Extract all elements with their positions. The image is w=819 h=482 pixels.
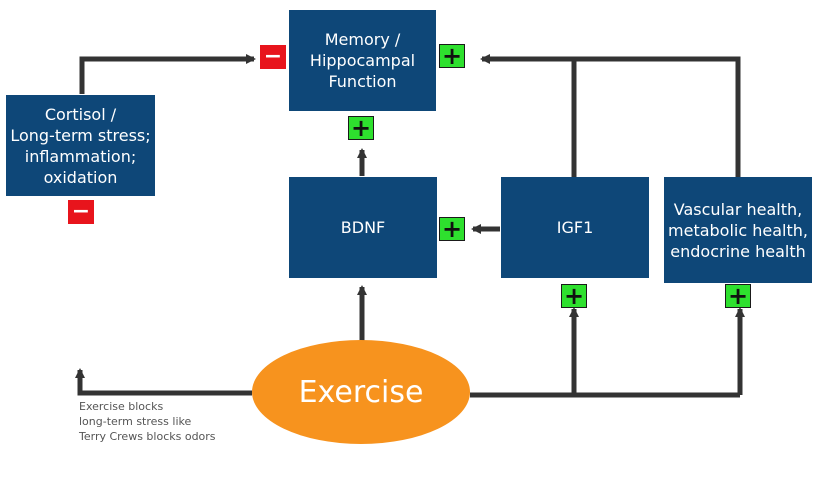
bdnf-label: BDNF	[340, 218, 386, 237]
cortisol-label-line-3: inflammation;	[24, 146, 137, 166]
memory-node: Memory / Hippocampal Function	[289, 10, 436, 111]
note-line-1: Exercise blocks	[79, 400, 164, 413]
exercise-node: Exercise	[252, 340, 470, 444]
memory-label-line-3: Function	[328, 72, 397, 91]
cortisol-minus-badge: −	[68, 200, 94, 224]
memory-plus-badge-bottom: +	[348, 116, 374, 140]
bdnf-plus-badge: +	[439, 217, 465, 241]
vascular-label-line-1: Vascular health,	[673, 199, 803, 219]
arrow-exercise-left	[75, 368, 252, 396]
bdnf-node: BDNF	[289, 177, 437, 278]
memory-minus-badge: −	[260, 45, 286, 69]
igf1-label: IGF1	[556, 218, 594, 237]
arrow-vascular-to-memory	[480, 54, 741, 177]
exercise-label: Exercise	[298, 374, 424, 410]
note-line-2: long-term stress like	[79, 415, 192, 428]
cortisol-label-line-1: Cortisol /	[44, 104, 117, 124]
cortisol-node: Cortisol / Long-term stress; inflammatio…	[6, 95, 155, 196]
memory-label-line-1: Memory /	[324, 30, 401, 49]
vascular-label-line-3: endocrine health	[670, 241, 806, 261]
memory-plus-badge-right: +	[439, 44, 465, 68]
cortisol-label-line-2: Long-term stress;	[10, 125, 151, 145]
cortisol-label-line-4: oxidation	[43, 167, 118, 187]
igf1-plus-badge: +	[561, 284, 587, 308]
vascular-label-line-2: metabolic health,	[668, 220, 808, 240]
note-line-3: Terry Crews blocks odors	[79, 430, 216, 443]
memory-label-line-2: Hippocampal	[309, 51, 416, 70]
exercise-note: Exercise blocks long-term stress like Te…	[79, 399, 216, 444]
igf1-node: IGF1	[501, 177, 649, 278]
vascular-plus-badge: +	[725, 284, 751, 308]
vascular-node: Vascular health, metabolic health, endoc…	[664, 177, 812, 283]
arrow-cortisol-to-memory	[79, 54, 256, 94]
